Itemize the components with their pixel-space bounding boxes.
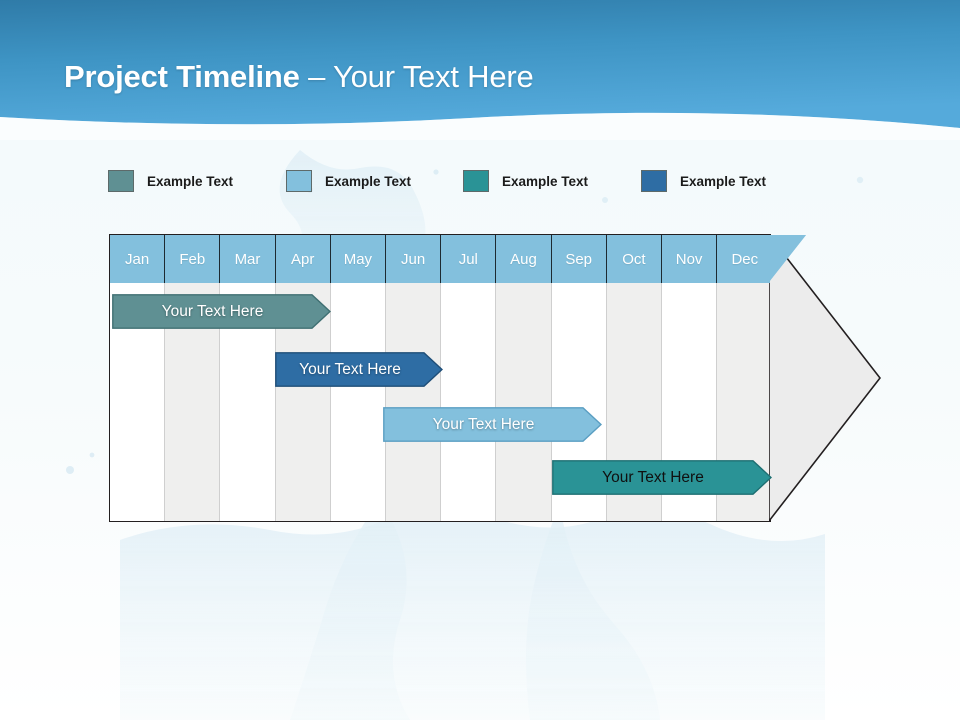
timeline-column-sep [552, 235, 607, 521]
legend-label-4: Example Text [680, 173, 767, 189]
timeline-bar-4[interactable]: Your Text Here [552, 460, 772, 495]
timeline-bar-label-2: Your Text Here [299, 360, 401, 378]
timeline-bar-2[interactable]: Your Text Here [275, 352, 443, 387]
timeline-bar-label-1: Your Text Here [161, 302, 264, 320]
timeline-bar-label-3: Your Text Here [432, 415, 535, 433]
month-header-jul[interactable]: Jul [441, 235, 497, 283]
month-header-nov[interactable]: Nov [662, 235, 718, 283]
page-title-strong: Project Timeline [64, 59, 300, 94]
legend-label-2: Example Text [325, 173, 412, 189]
timeline-chart: Jan Feb Mar Apr May Jun Jul Aug Sep Oct … [109, 234, 881, 522]
month-header-feb[interactable]: Feb [165, 235, 221, 283]
page-title-light: – Your Text Here [299, 59, 534, 94]
legend: Example Text Example Text Example Text E… [108, 168, 828, 194]
month-header-may[interactable]: May [330, 235, 386, 283]
timeline-bar-3[interactable]: Your Text Here [383, 407, 602, 442]
legend-item-2[interactable]: Example Text [286, 168, 411, 194]
month-header-mar[interactable]: Mar [220, 235, 276, 283]
timeline-bar-1[interactable]: Your Text Here [112, 294, 331, 329]
timeline-bar-label-4: Your Text Here [602, 468, 704, 486]
legend-swatch-icon-1 [108, 170, 134, 192]
month-header-jan[interactable]: Jan [110, 235, 166, 283]
page-title: Project Timeline – Your Text Here [64, 59, 534, 95]
legend-item-3[interactable]: Example Text [463, 168, 588, 194]
legend-swatch-icon-4 [641, 170, 667, 192]
month-header-sep[interactable]: Sep [551, 235, 607, 283]
timeline-column-jan [110, 235, 166, 521]
month-header-apr[interactable]: Apr [275, 235, 331, 283]
month-header-dec[interactable]: Dec [717, 235, 770, 283]
timeline-bars: Your Text Here Your Text Here Your Text … [109, 234, 881, 522]
legend-swatch-icon-2 [286, 170, 312, 192]
month-header-row: Jan Feb Mar Apr May Jun Jul Aug Sep Oct … [110, 235, 770, 283]
month-header-jun[interactable]: Jun [386, 235, 442, 283]
legend-item-1[interactable]: Example Text [108, 168, 233, 194]
timeline-arrow-head-icon [769, 234, 881, 522]
timeline-column-mar [220, 235, 276, 521]
legend-label-1: Example Text [147, 173, 234, 189]
timeline-column-nov [662, 235, 718, 521]
timeline-column-jul [441, 235, 497, 521]
legend-label-3: Example Text [502, 173, 589, 189]
month-header-aug[interactable]: Aug [496, 235, 552, 283]
month-header-oct[interactable]: Oct [606, 235, 662, 283]
legend-swatch-icon-3 [463, 170, 489, 192]
legend-item-4[interactable]: Example Text [641, 168, 766, 194]
